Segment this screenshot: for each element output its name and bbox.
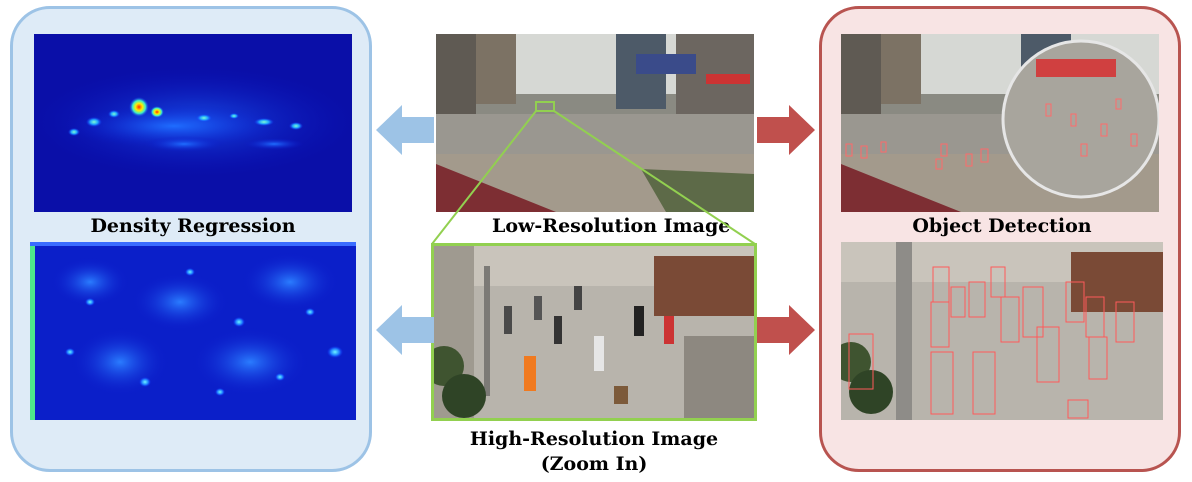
density-map-low-res xyxy=(34,34,352,212)
low-resolution-label: Low-Resolution Image xyxy=(492,215,731,237)
arrow-right-top-icon xyxy=(757,105,815,155)
high-resolution-label-line1: High-Resolution Image xyxy=(469,428,719,450)
arrow-left-top-icon xyxy=(376,105,434,155)
high-resolution-image xyxy=(431,243,757,421)
arrow-left-bottom-icon xyxy=(376,305,434,355)
low-resolution-image xyxy=(436,34,754,212)
object-detection-label: Object Detection xyxy=(912,215,1092,237)
arrow-right-bottom-icon xyxy=(757,305,815,355)
detection-image-low-res xyxy=(841,34,1159,212)
detection-image-high-res xyxy=(841,242,1163,420)
density-regression-label: Density Regression xyxy=(90,215,296,237)
high-resolution-label-line2: (Zoom In) xyxy=(540,453,648,475)
density-map-high-res xyxy=(30,242,356,420)
